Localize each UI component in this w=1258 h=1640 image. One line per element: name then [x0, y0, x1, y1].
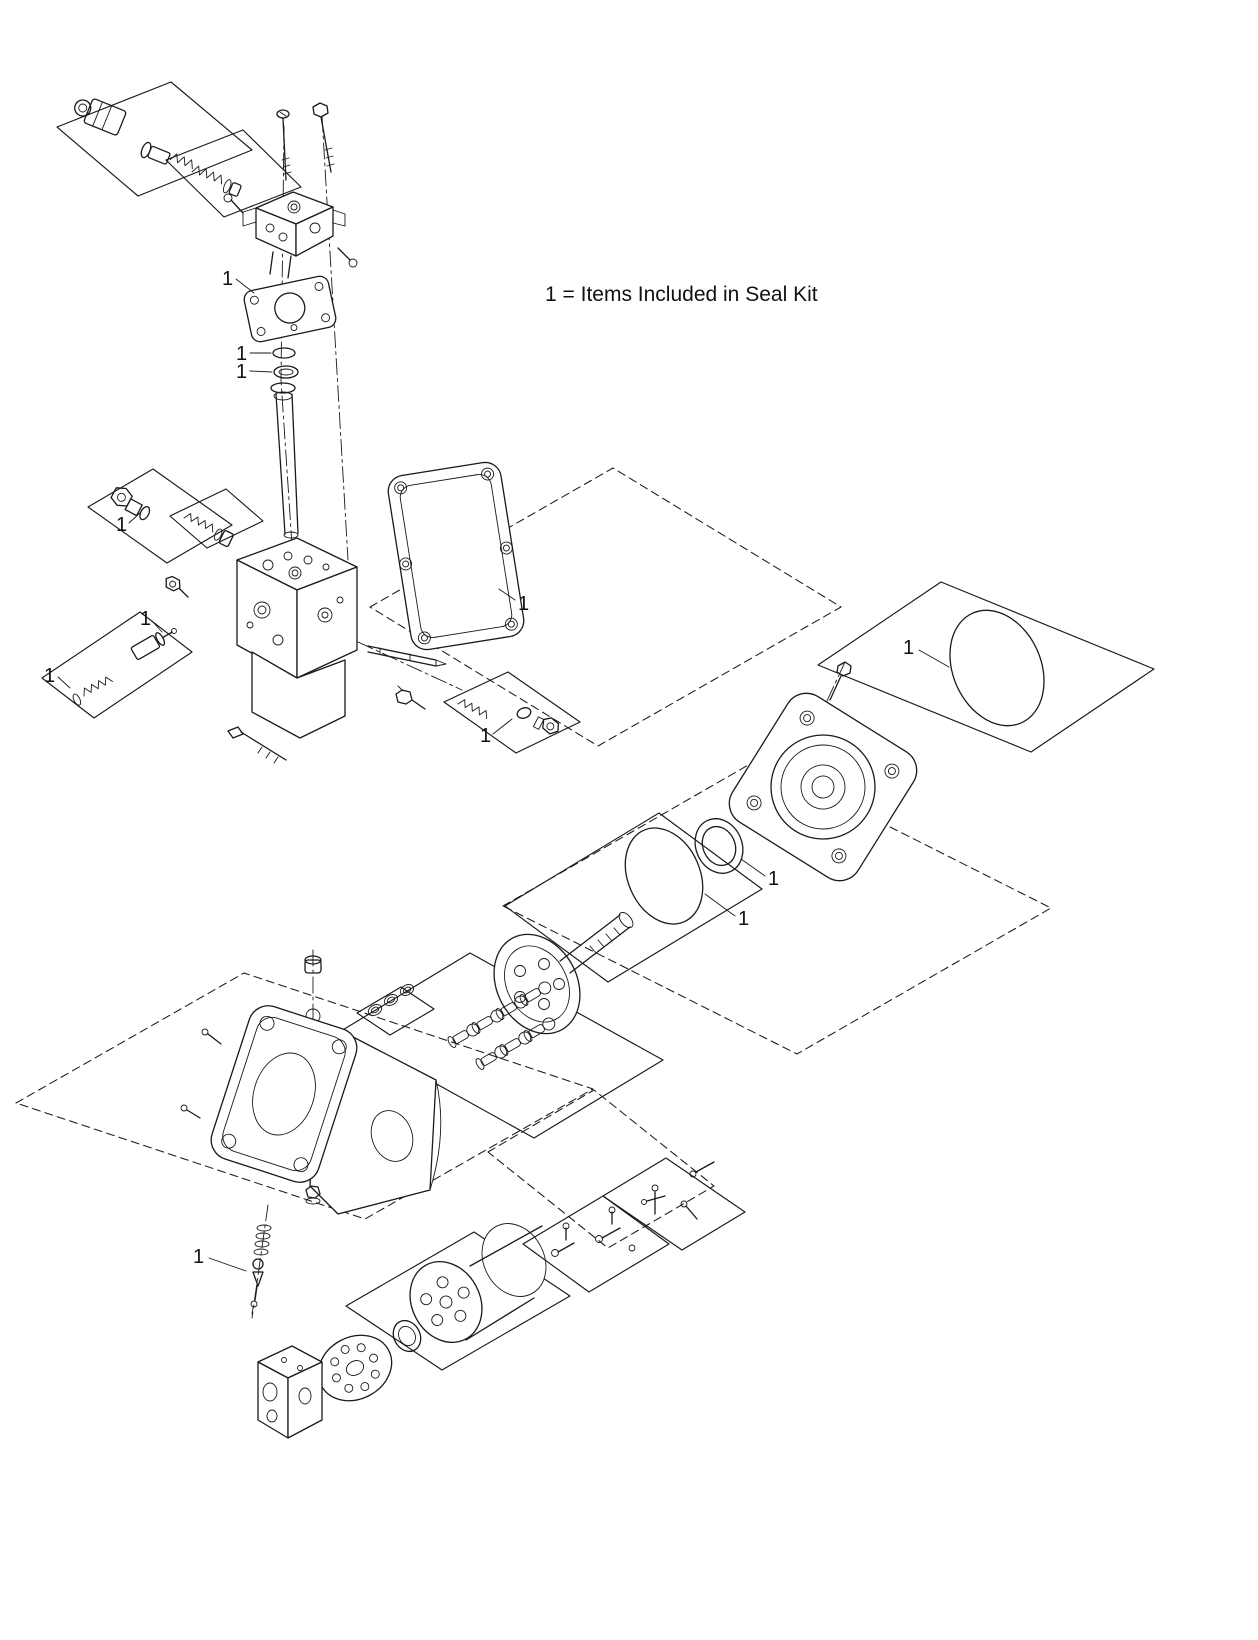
block-side-screw-right: [337, 247, 358, 268]
pilot-valve-cartridge: [140, 141, 193, 170]
callout-label: 1: [236, 343, 247, 365]
mounting-screw-long: [227, 726, 287, 764]
callout-label: 1: [44, 665, 55, 687]
seal-kit-box-center: [504, 812, 763, 983]
callout-o-ring-medium: 1: [704, 893, 749, 930]
hex-bolt-small: [395, 685, 426, 710]
fitting-tee-1: [551, 1222, 575, 1257]
spring-left-kit: [183, 513, 234, 548]
relief-valve-cartridge: [130, 628, 177, 660]
dowel-pins-top: [269, 251, 292, 279]
dashed-boundary-mid-right: [502, 759, 1052, 1055]
fitting-kit-box-b: [602, 1157, 746, 1251]
o-ring-kit-box-right: [817, 581, 1155, 753]
fitting-tee-3: [641, 1184, 666, 1215]
fitting-kit-box-a: [522, 1195, 670, 1293]
top-seal-kit-box: [56, 81, 302, 218]
dashed-boundary-lower-left: [15, 972, 594, 1220]
callout-label: 1: [222, 268, 233, 290]
body-gasket-large: [387, 461, 525, 651]
barrel-kit-box: [345, 1231, 571, 1371]
plug-kit-oring: [516, 707, 532, 719]
shaft-seal-ring: [694, 818, 744, 874]
callout-label: 1: [768, 868, 779, 890]
pilot-spring-kit: [191, 165, 242, 197]
callout-top-gasket: 1: [222, 268, 255, 294]
callout-label: 1: [193, 1246, 204, 1268]
callout-plug-kit: 1: [480, 718, 513, 747]
hex-fitting: [110, 487, 151, 521]
charge-relief-valve: [250, 1204, 272, 1319]
cylinder-drum: [493, 911, 634, 1035]
callout-label: 1: [518, 593, 529, 615]
callout-label: 1: [480, 725, 491, 747]
o-ring-medium: [624, 827, 704, 925]
dowel-pin-upper: [201, 1028, 222, 1045]
mounting-flange-plate: [210, 1005, 358, 1183]
relief-valve-kit-box: [41, 611, 193, 719]
callout-o-ring-small: 1: [236, 343, 272, 365]
block-side-screw-left: [223, 193, 244, 214]
oring-set-small: [367, 984, 415, 1016]
fitting-elbow: [680, 1200, 698, 1220]
plug-kit-plug: [532, 716, 560, 735]
fitting-kit-box-left: [87, 468, 264, 564]
hex-plug-small: [165, 575, 189, 598]
callout-label: 1: [236, 361, 247, 383]
callout-shaft-seal-ring: 1: [740, 858, 779, 890]
callout-fitting-kit: 1: [116, 511, 142, 536]
dashed-boundary-lower-right: [487, 1089, 715, 1249]
valve-screw: [276, 109, 292, 181]
cylinder-barrel: [409, 1223, 547, 1344]
dowel-pin-lower: [180, 1104, 201, 1119]
callout-relief-oring-upper: 1: [140, 608, 163, 633]
callout-shaft-seal-small: 1: [236, 361, 273, 383]
o-ring-small: [272, 347, 296, 359]
pump-body: [236, 537, 358, 739]
valve-centerlines: [280, 115, 349, 561]
callout-charge-relief: 1: [193, 1246, 247, 1272]
suction-tube: [270, 382, 299, 539]
shaft-seal-small: [273, 365, 299, 379]
callout-relief-oring-lower: 1: [44, 665, 71, 689]
port-block: [257, 1345, 323, 1439]
piston-set: [447, 981, 556, 1070]
control-valve-block: [242, 191, 346, 257]
pump-shaft: [357, 641, 463, 691]
rotating-group-box: [340, 952, 664, 1139]
seal-kit-legend: 1 = Items Included in Seal Kit: [545, 283, 818, 306]
fitting-tee-2: [595, 1206, 636, 1252]
callout-label: 1: [140, 608, 151, 630]
top-gasket: [243, 275, 337, 343]
callout-label: 1: [116, 514, 127, 536]
retainer-ring: [392, 1319, 422, 1353]
callout-o-ring-large: 1: [903, 637, 950, 668]
plug-kit-spring: [457, 699, 487, 719]
o-ring-large: [949, 609, 1045, 727]
valve-bolt: [312, 102, 335, 173]
callout-label: 1: [738, 908, 749, 930]
drain-plug: [305, 1185, 321, 1205]
relief-spring: [72, 676, 113, 706]
plug-kit-box: [443, 671, 581, 754]
fitting-screw: [689, 1161, 715, 1178]
callout-body-gasket: 1: [498, 588, 529, 615]
solenoid-valve: [74, 98, 127, 136]
callout-label: 1: [903, 637, 914, 659]
dashed-boundary-upper: [369, 467, 842, 747]
end-cap-flange: [728, 692, 918, 882]
